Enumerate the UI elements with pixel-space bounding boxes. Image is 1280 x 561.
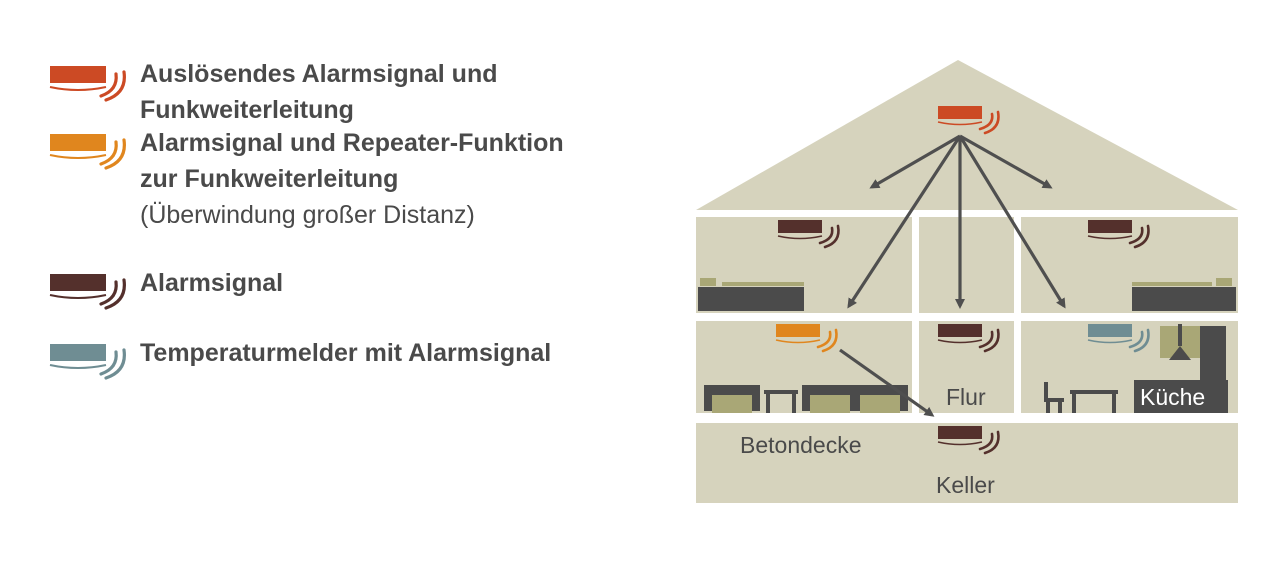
signal-arrow — [839, 348, 935, 417]
signal-arrow — [847, 135, 962, 309]
signal-arrow — [869, 134, 961, 189]
signal-arrows — [839, 134, 1066, 417]
room-label-kueche: Küche — [1140, 384, 1205, 410]
chair-icon — [1044, 382, 1064, 413]
repeater-detector-icon — [49, 134, 126, 170]
bed-icon — [1132, 278, 1236, 311]
legend-label: Auslösendes Alarmsignal und Funkweiterle… — [140, 60, 498, 124]
signal-arrow — [958, 135, 1066, 309]
legend-item-temperature: Temperaturmelder mit Alarmsignal — [140, 335, 551, 371]
legend-label: zur Funkweiterleitung — [140, 165, 399, 193]
legend: Auslösendes Alarmsignal und Funkweiterle… — [49, 56, 660, 380]
wall — [912, 217, 919, 413]
bed-icon — [698, 278, 804, 311]
roof — [696, 60, 1238, 210]
room-label-flur: Flur — [946, 384, 986, 410]
table-icon — [764, 390, 798, 413]
legend-item-trigger: Auslösendes Alarmsignal und Funkweiterle… — [140, 56, 660, 128]
legend-item-repeater: Alarmsignal und Repeater-Funktion zur Fu… — [140, 125, 564, 233]
signal-arrow — [959, 134, 1053, 189]
legend-label: Temperaturmelder mit Alarmsignal — [140, 339, 552, 367]
alarm-detector-icon — [49, 274, 126, 310]
legend-note: (Überwindung großer Distanz) — [140, 201, 475, 229]
legend-label: Alarmsignal und Repeater-Funktion — [140, 129, 564, 157]
armchair-icon — [704, 385, 760, 413]
legend-label: Alarmsignal — [140, 269, 284, 297]
armchair-icon — [852, 385, 908, 413]
legend-item-alarm: Alarmsignal — [140, 265, 283, 301]
temperature-detector-icon — [49, 344, 126, 380]
label-betondecke: Betondecke — [740, 432, 861, 458]
trigger-detector-icon — [49, 66, 126, 102]
wall — [1014, 217, 1021, 413]
room-label-keller: Keller — [936, 472, 995, 498]
kitchen-unit — [1134, 324, 1228, 413]
armchair-icon — [802, 385, 858, 413]
table-icon — [1070, 390, 1118, 413]
